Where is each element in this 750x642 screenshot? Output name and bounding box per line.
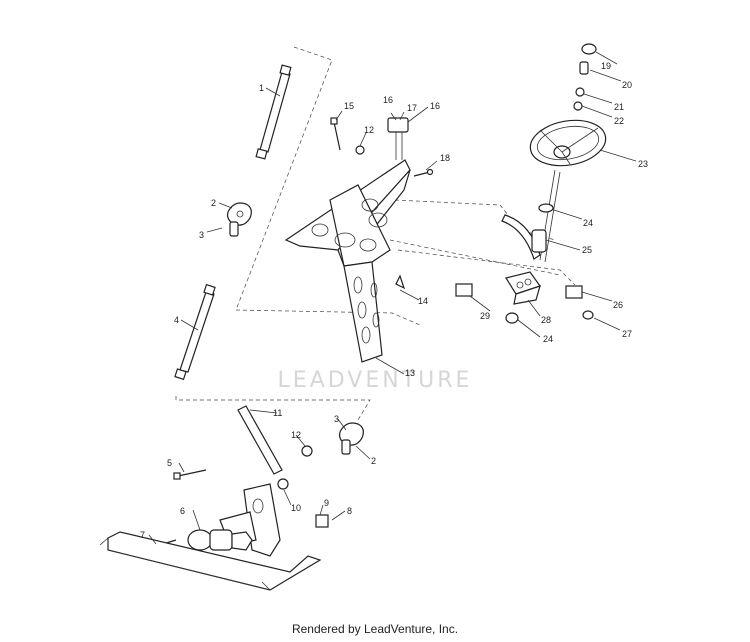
column-bracket xyxy=(284,159,411,363)
callout-26: 26 xyxy=(613,300,623,310)
pitman-arm xyxy=(237,405,283,475)
lower-shaft xyxy=(174,283,216,381)
steering-wheel xyxy=(529,119,607,167)
callout-15: 15 xyxy=(344,101,354,111)
callout-2: 2 xyxy=(211,198,216,208)
callout-1: 1 xyxy=(259,83,264,93)
callout-21: 21 xyxy=(614,102,624,112)
callout-16-left: 16 xyxy=(383,95,393,105)
floor-pan xyxy=(99,531,322,591)
callout-18: 18 xyxy=(440,153,450,163)
callout-24-upper: 24 xyxy=(583,218,593,228)
callout-22: 22 xyxy=(614,116,624,126)
gearbox-lower xyxy=(187,529,253,551)
callout-2-lower: 2 xyxy=(371,456,376,466)
callout-11: 11 xyxy=(273,408,282,418)
callout-12-lower: 12 xyxy=(291,430,301,440)
callout-25: 25 xyxy=(582,245,592,255)
callout-29: 29 xyxy=(480,311,490,321)
callout-6: 6 xyxy=(180,506,185,516)
callout-3: 3 xyxy=(199,230,204,240)
callout-12-upper: 12 xyxy=(364,125,374,135)
callout-4: 4 xyxy=(174,315,179,325)
callout-27: 27 xyxy=(622,329,632,339)
column-clamp xyxy=(387,117,409,160)
callout-10: 10 xyxy=(291,503,301,513)
steering-gear xyxy=(505,271,541,305)
callout-13: 13 xyxy=(405,368,415,378)
callout-24-lower: 24 xyxy=(543,334,553,344)
leader-lines xyxy=(148,51,637,545)
bolts-upper xyxy=(330,117,434,177)
gear-hardware xyxy=(395,274,594,324)
footer-credit: Rendered by LeadVenture, Inc. xyxy=(291,622,459,636)
watermark-text: LEADVENTURE xyxy=(278,368,473,393)
upper-shaft xyxy=(255,64,292,160)
callout-28: 28 xyxy=(541,315,551,325)
lower-u-joint xyxy=(339,422,364,455)
callout-14: 14 xyxy=(418,296,428,306)
steering-column xyxy=(501,169,561,263)
callout-7: 7 xyxy=(140,530,145,540)
callout-16-right: 16 xyxy=(430,101,440,111)
callout-17: 17 xyxy=(407,103,417,113)
callout-23: 23 xyxy=(638,159,648,169)
callout-8: 8 xyxy=(347,506,352,516)
upper-u-joint xyxy=(227,202,252,237)
callout-5: 5 xyxy=(167,458,172,468)
callout-9: 9 xyxy=(324,498,329,508)
callout-19: 19 xyxy=(601,61,611,71)
lower-hardware xyxy=(149,445,329,549)
callout-20: 20 xyxy=(622,80,632,90)
callout-numbers: 1 2 3 4 5 6 7 8 9 10 11 12 13 14 15 16 1… xyxy=(140,61,648,540)
wheel-hardware xyxy=(573,43,597,111)
callout-3-lower: 3 xyxy=(334,414,339,424)
